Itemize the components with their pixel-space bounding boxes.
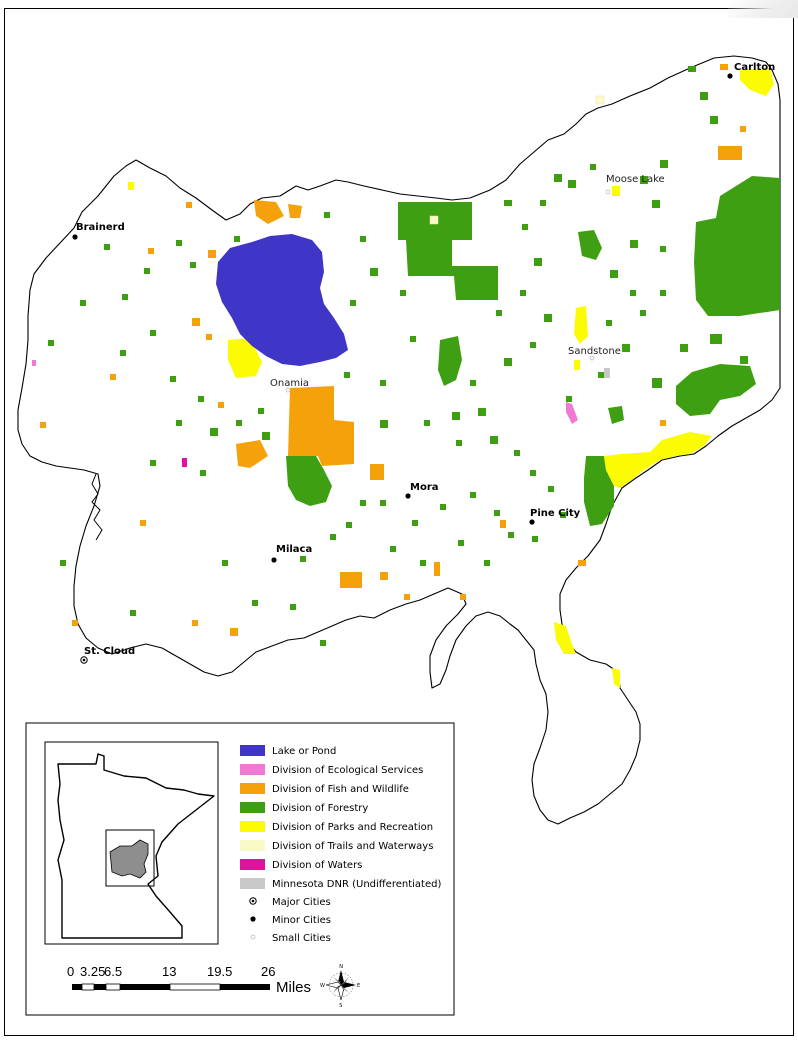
city-st-cloud[interactable]: St. Cloud bbox=[80, 646, 135, 664]
legend-label-major-cities: Major Cities bbox=[272, 897, 331, 908]
parcels-parks bbox=[128, 68, 774, 688]
svg-text:Mora: Mora bbox=[410, 482, 439, 493]
legend-label-ecological: Division of Ecological Services bbox=[272, 765, 423, 776]
legend-swatch-parks bbox=[240, 821, 265, 832]
parcels-trails bbox=[429, 95, 605, 225]
scale-tick-5: 26 bbox=[261, 964, 275, 979]
city-brainerd[interactable]: Brainerd bbox=[72, 222, 125, 240]
lake-mille-lacs bbox=[216, 234, 348, 366]
legend-entries: Lake or Pond Division of Ecological Serv… bbox=[240, 745, 441, 944]
parcels-waters bbox=[182, 458, 187, 467]
legend-label-undifferentiated: Minnesota DNR (Undifferentiated) bbox=[272, 879, 441, 890]
legend-symbol-major-city bbox=[249, 897, 257, 905]
svg-text:Pine City: Pine City bbox=[530, 508, 581, 519]
legend-label-waters: Division of Waters bbox=[272, 860, 362, 871]
parcels-fish-wildlife bbox=[40, 64, 746, 636]
scale-tick-0: 0 bbox=[67, 964, 74, 979]
parcels-undifferentiated bbox=[604, 368, 610, 378]
svg-text:E: E bbox=[357, 983, 360, 989]
west-river-edge bbox=[91, 473, 103, 541]
legend-label-trails: Division of Trails and Waterways bbox=[272, 841, 433, 852]
city-mora[interactable]: Mora bbox=[405, 482, 439, 499]
legend-label-lake: Lake or Pond bbox=[272, 746, 336, 757]
legend-label-parks: Division of Parks and Recreation bbox=[272, 822, 433, 833]
scale-tick-2: 6.5 bbox=[104, 964, 122, 979]
legend-label-fish-wildlife: Division of Fish and Wildlife bbox=[272, 784, 409, 795]
svg-text:Moose Lake: Moose Lake bbox=[606, 174, 665, 185]
legend-swatch-lake bbox=[240, 745, 265, 756]
legend-label-small-cities: Small Cities bbox=[272, 933, 331, 944]
scale-tick-3: 13 bbox=[162, 964, 176, 979]
svg-text:N: N bbox=[339, 964, 343, 970]
city-milaca[interactable]: Milaca bbox=[271, 544, 312, 563]
scale-tick-1: 3.25 bbox=[80, 964, 105, 979]
legend-swatch-waters bbox=[240, 859, 265, 870]
scale-bar: 0 3.25 6.5 13 19.5 26 Miles bbox=[67, 964, 311, 996]
city-onamia[interactable]: Onamia bbox=[270, 378, 309, 393]
svg-text:W: W bbox=[320, 983, 325, 989]
compass-rose-icon: N S E W bbox=[320, 964, 360, 1009]
scale-units: Miles bbox=[276, 979, 311, 996]
svg-text:Brainerd: Brainerd bbox=[76, 222, 125, 233]
svg-text:Onamia: Onamia bbox=[270, 378, 309, 389]
city-pine-city[interactable]: Pine City bbox=[529, 508, 581, 525]
legend-swatch-ecological bbox=[240, 764, 265, 775]
legend-swatch-forestry bbox=[240, 802, 265, 813]
city-sandstone[interactable]: Sandstone bbox=[568, 346, 621, 361]
legend-swatch-fish-wildlife bbox=[240, 783, 265, 794]
svg-text:Milaca: Milaca bbox=[276, 544, 312, 555]
parcels-forestry bbox=[48, 66, 780, 646]
legend-label-minor-cities: Minor Cities bbox=[272, 915, 331, 926]
legend-swatch-undifferentiated bbox=[240, 878, 265, 889]
inset-region-shape bbox=[109, 839, 149, 879]
corner-fade bbox=[728, 0, 798, 18]
inset-map bbox=[44, 741, 219, 945]
legend-symbol-small-city bbox=[250, 934, 256, 940]
cities-layer: Carlton Moose Lake Brainerd Sandstone On… bbox=[72, 62, 775, 664]
svg-text:Sandstone: Sandstone bbox=[568, 346, 621, 357]
legend-symbol-minor-city bbox=[250, 916, 256, 922]
legend-panel: Lake or Pond Division of Ecological Serv… bbox=[25, 722, 455, 1016]
legend-swatch-trails bbox=[240, 840, 265, 851]
legend-label-forestry: Division of Forestry bbox=[272, 803, 368, 814]
city-moose-lake[interactable]: Moose Lake bbox=[605, 174, 665, 195]
svg-text:S: S bbox=[339, 1003, 342, 1009]
city-carlton[interactable]: Carlton bbox=[727, 62, 775, 79]
parcels-ecological bbox=[32, 360, 578, 424]
svg-text:St. Cloud: St. Cloud bbox=[84, 646, 135, 657]
scale-tick-4: 19.5 bbox=[207, 964, 232, 979]
svg-text:Carlton: Carlton bbox=[734, 62, 775, 73]
inset-locator-box bbox=[105, 829, 155, 887]
